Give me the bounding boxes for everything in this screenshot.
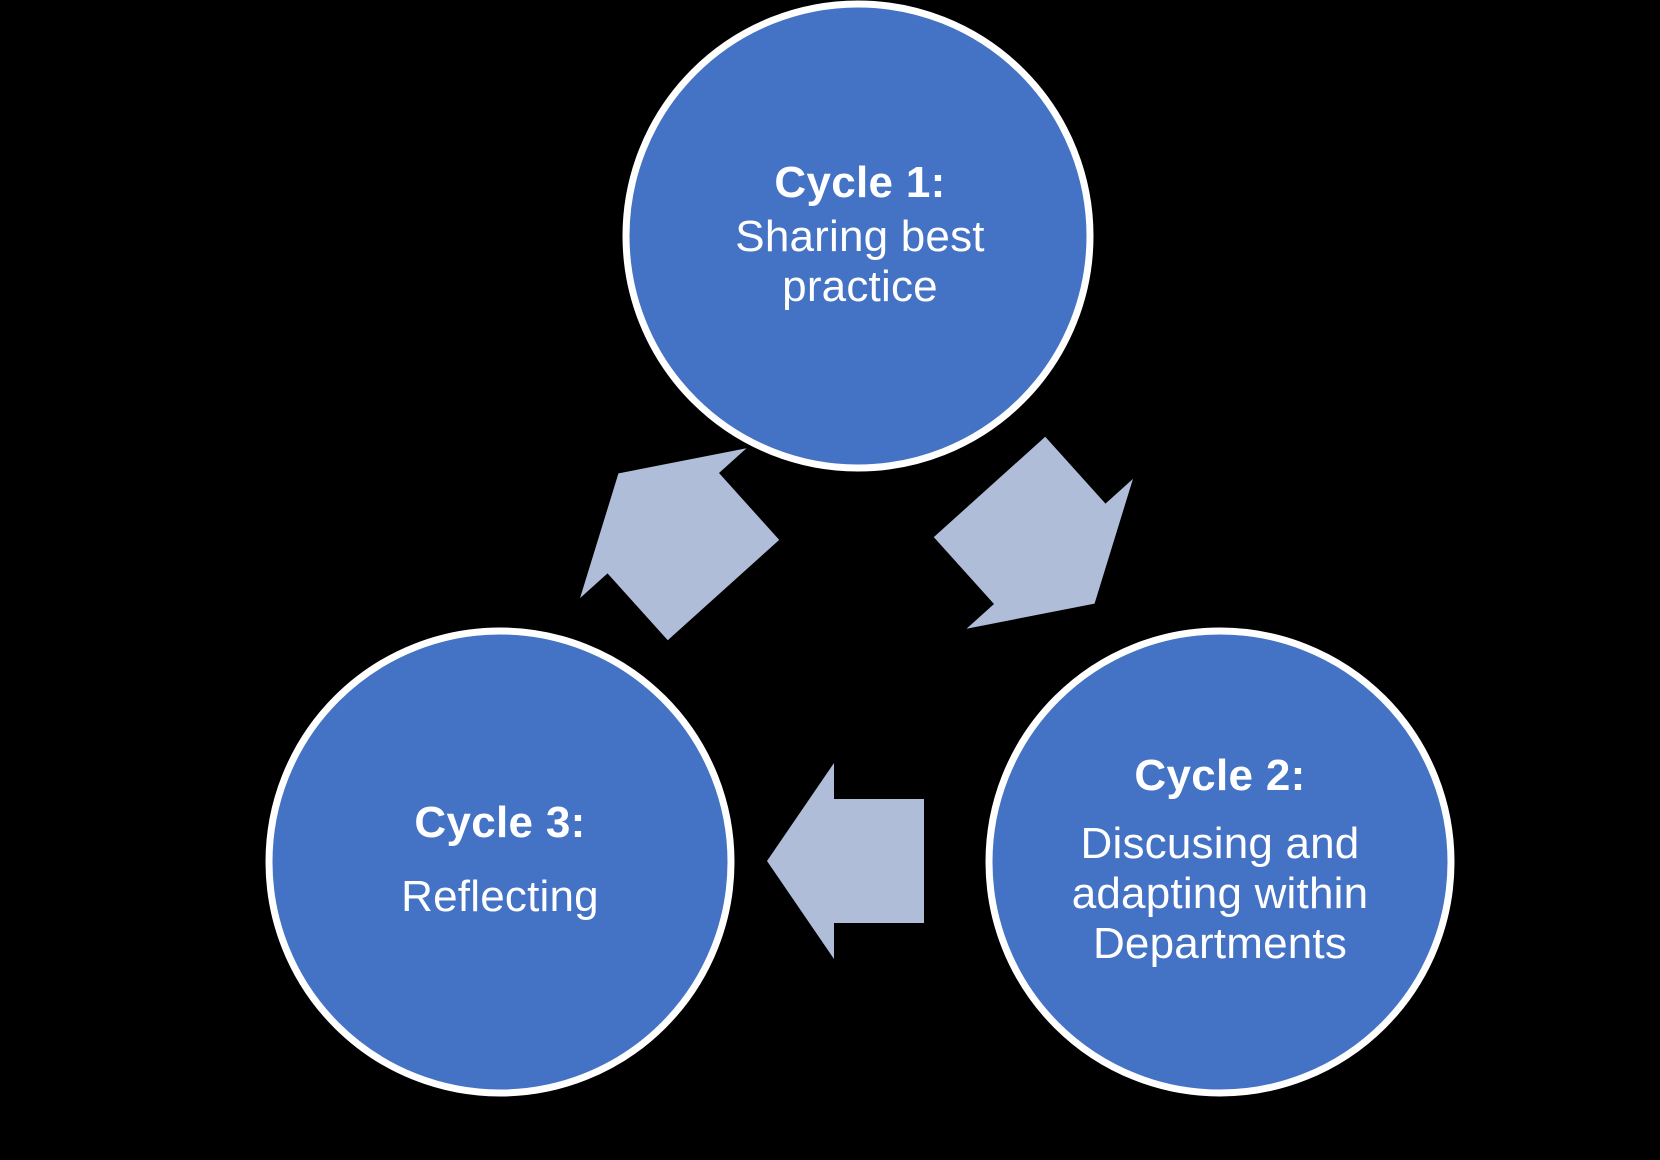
- arrow-1-to-2-icon: [933, 436, 1133, 629]
- node-circle-cycle-3[interactable]: [265, 627, 735, 1097]
- node-circle-cycle-2[interactable]: [985, 627, 1455, 1097]
- arrow-2-to-3-icon: [767, 763, 924, 959]
- node-circle-cycle-1[interactable]: [622, 0, 1094, 472]
- arrow-3-to-1-icon: [580, 448, 780, 641]
